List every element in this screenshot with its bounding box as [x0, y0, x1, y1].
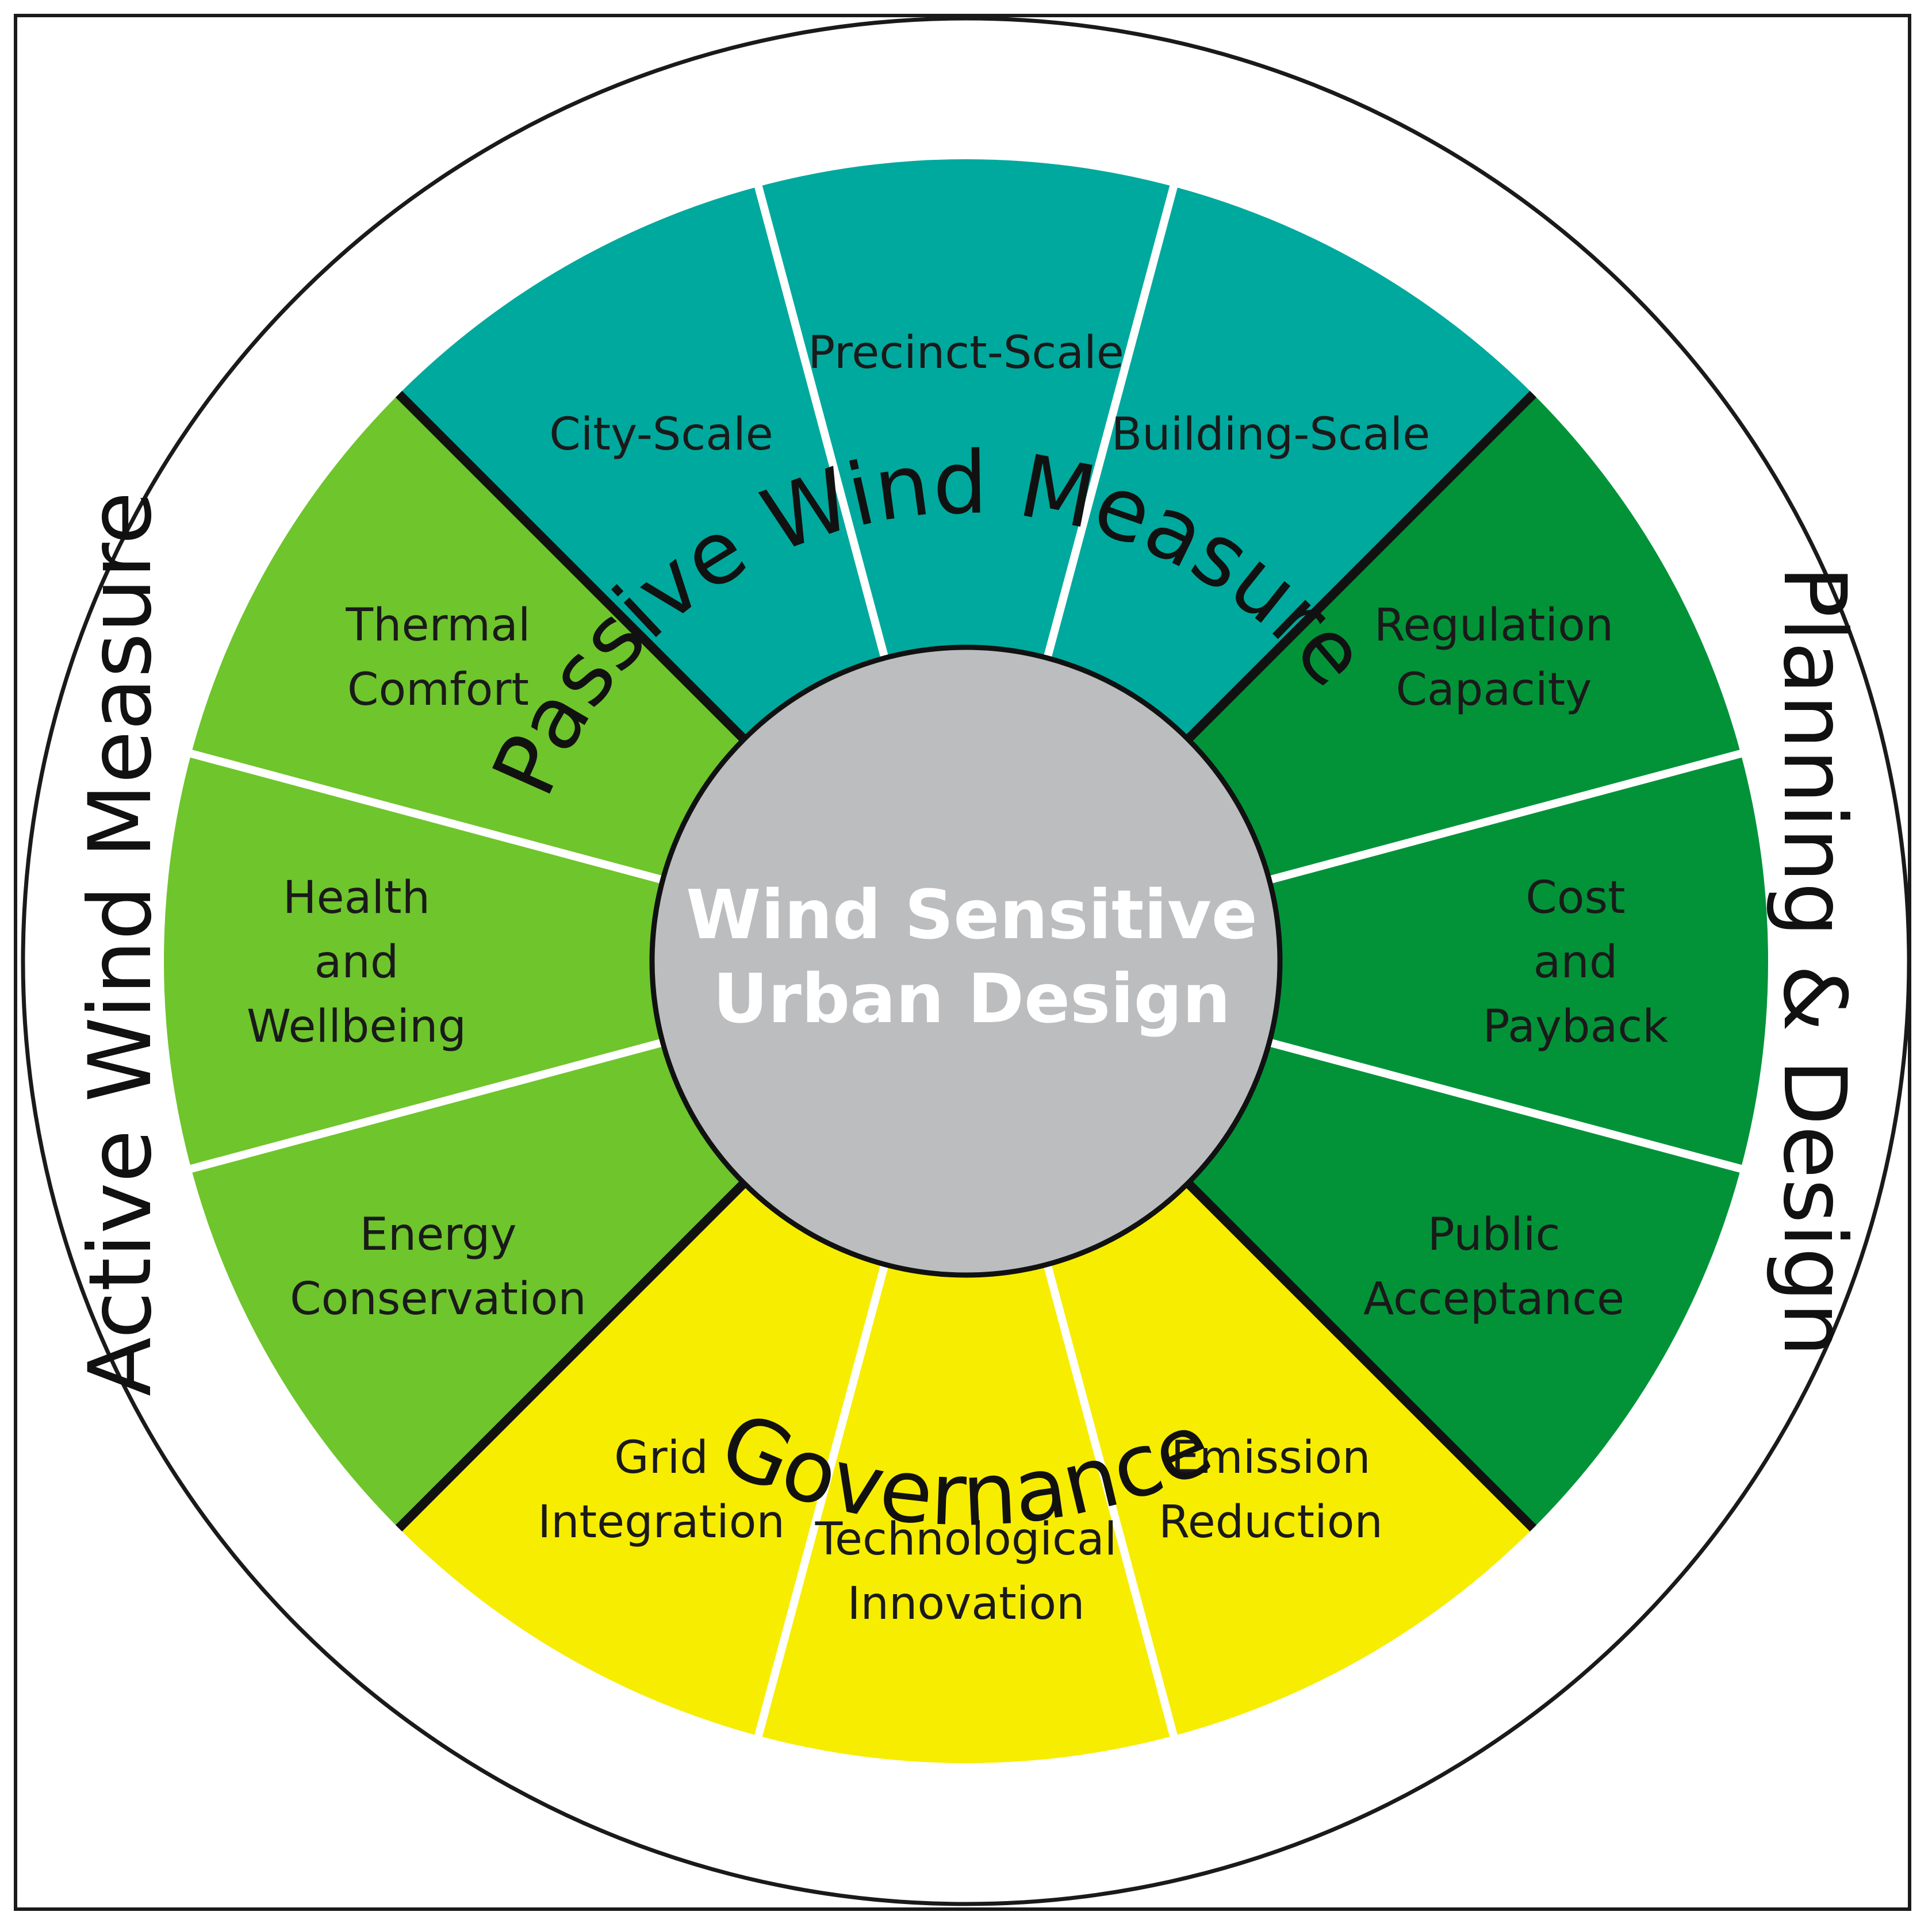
segment-label-line: Grid	[614, 1432, 708, 1484]
segment-label-line: Public	[1428, 1209, 1561, 1261]
segment-label-line: Cost	[1525, 872, 1625, 924]
segment-label-building-scale: Building-Scale	[1111, 409, 1430, 460]
segment-divider	[1043, 182, 1179, 659]
segment-label-line: Energy	[359, 1209, 516, 1261]
ring-label-active-wind-measure: Active Wind Measure	[71, 492, 171, 1396]
group-divider	[395, 390, 747, 743]
segment-divider	[1268, 1038, 1745, 1174]
center-label-line-2: Urban Design	[713, 959, 1230, 1038]
segment-cost-and-payback	[966, 753, 1768, 1169]
segment-divider	[1268, 748, 1745, 884]
segment-label-line: Innovation	[848, 1578, 1085, 1630]
segment-label-line: Health	[283, 872, 430, 924]
segment-label-line: Building-Scale	[1111, 409, 1430, 460]
segment-label-line: Technological	[815, 1514, 1117, 1565]
segment-divider	[1043, 1263, 1179, 1740]
segment-label-line: Conservation	[290, 1273, 586, 1325]
segment-label-line: Thermal	[345, 600, 530, 651]
segment-divider	[753, 182, 889, 659]
segment-label-line: Emission	[1171, 1432, 1370, 1484]
segment-label-line: and	[1534, 936, 1618, 988]
segment-divider	[753, 1263, 889, 1740]
segment-label-line: Acceptance	[1363, 1273, 1624, 1325]
group-divider	[1184, 1180, 1537, 1532]
segment-label-city-scale: City-Scale	[549, 409, 773, 460]
segment-label-line: and	[315, 936, 399, 988]
center-label-line-1: Wind Sensitive	[686, 875, 1258, 954]
segment-precinct-scale	[758, 159, 1174, 961]
group-divider	[395, 1180, 747, 1532]
segment-label-line: Regulation	[1374, 600, 1614, 651]
segment-divider	[187, 1038, 664, 1174]
segment-label-precinct-scale: Precinct-Scale	[808, 327, 1124, 379]
segment-label-line: Payback	[1483, 1001, 1669, 1053]
segment-label-line: Integration	[538, 1496, 785, 1548]
segment-label-line: Comfort	[347, 664, 529, 716]
ring-label-planning-design: Planning & Design	[1764, 566, 1864, 1357]
group-divider	[1184, 390, 1537, 743]
segment-label-line: Capacity	[1396, 664, 1592, 716]
segment-label-line: Wellbeing	[247, 1001, 466, 1053]
segment-label-line: City-Scale	[549, 409, 773, 460]
segment-label-line: Reduction	[1159, 1496, 1383, 1548]
segment-divider	[187, 748, 664, 884]
segment-label-line: Precinct-Scale	[808, 327, 1124, 379]
segment-health-and-wellbeing	[164, 753, 966, 1169]
center-hub	[649, 644, 1283, 1278]
segment-technological-innovation	[758, 961, 1174, 1763]
dividers-layer	[187, 182, 1745, 1740]
